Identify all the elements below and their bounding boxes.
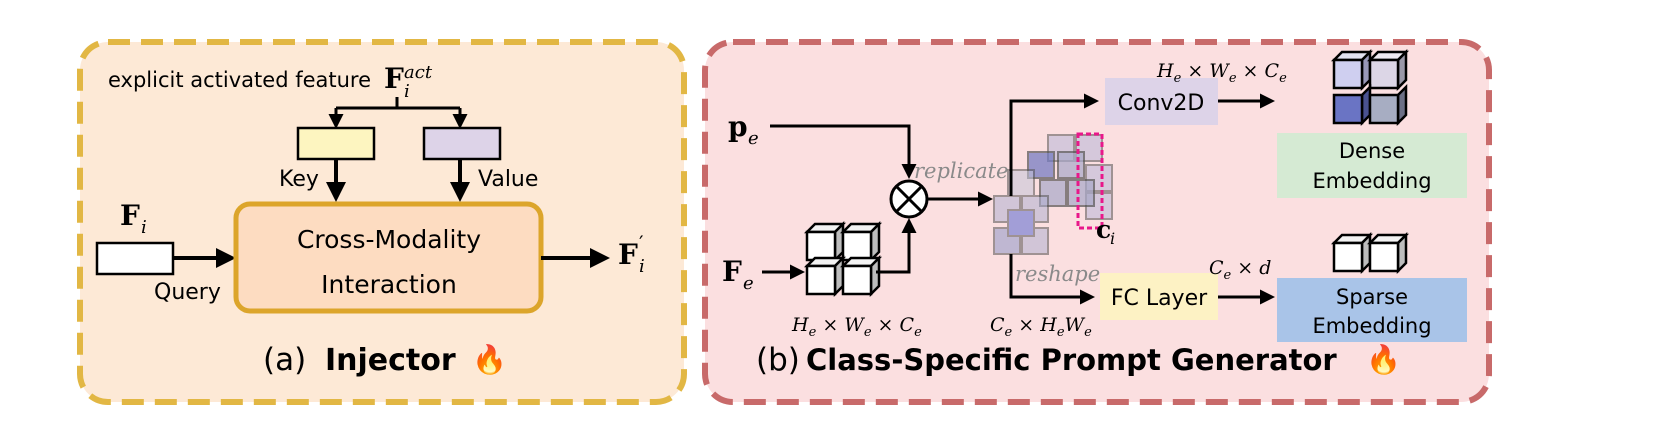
- dense-embedding-box: [1277, 133, 1467, 198]
- svg-text:i: i: [404, 81, 410, 102]
- pe-symbol: p e: [728, 110, 759, 149]
- reshape-label: reshape: [1015, 262, 1100, 286]
- conv-branch-arrow: [1009, 93, 1099, 196]
- svg-text:He × We × Ce: He × We × Ce: [1156, 60, 1287, 86]
- dim-fc-label: Ce × d: [1209, 257, 1271, 283]
- sparse-embedding-line1: Sparse: [1336, 285, 1408, 309]
- fc-layer-label: FC Layer: [1111, 286, 1208, 311]
- svg-text:e: e: [743, 273, 754, 294]
- kv-arrows: [326, 159, 470, 202]
- caption-a-title: Injector: [325, 343, 456, 378]
- svg-text:i: i: [639, 256, 645, 277]
- cross-modality-line1: Cross-Modality: [297, 225, 481, 254]
- injector-panel: explicit activated feature F i act Key V…: [77, 39, 687, 405]
- dense-embedding-line2: Embedding: [1312, 169, 1431, 193]
- svg-text:i: i: [141, 217, 147, 238]
- fc-layer-box: [1100, 273, 1218, 320]
- fc-branch-arrow: [1009, 254, 1095, 305]
- multiply-icon: [889, 179, 929, 219]
- svg-text:F: F: [618, 238, 638, 271]
- fire-icon: 🔥: [472, 343, 507, 376]
- fe-to-multiply-arrow: [876, 218, 917, 274]
- input-feature-box: [95, 241, 175, 276]
- sparse-embedding-box: [1277, 278, 1467, 342]
- dim-reshape-label: Ce × HeWe: [990, 314, 1092, 340]
- svg-text:F: F: [120, 199, 140, 232]
- feature-act-symbol: F i act: [384, 62, 433, 102]
- conv2d-label: Conv2D: [1118, 91, 1205, 116]
- svg-text:act: act: [404, 62, 433, 83]
- input-feature-symbol: F i: [120, 199, 147, 238]
- fire-icon: 🔥: [1366, 343, 1401, 376]
- dim-fe-label: He × We × Ce: [791, 314, 922, 340]
- pe-arrow: [770, 124, 917, 179]
- replicate-label: replicate: [914, 159, 1009, 183]
- cross-modality-line2: Interaction: [321, 270, 457, 299]
- value-box: [422, 126, 502, 161]
- value-label: Value: [478, 167, 538, 192]
- svg-text:p: p: [728, 110, 748, 143]
- ci-slice-highlight: [1076, 132, 1104, 230]
- prompt-generator-panel: p e replicate F e He × We × Ce: [702, 39, 1492, 405]
- injector-caption: (a) Injector 🔥: [263, 342, 507, 378]
- explicit-feature-label: explicit activated feature: [108, 68, 371, 92]
- fe-feature-cubes: [805, 222, 881, 296]
- svg-text:Ce × HeWe: Ce × HeWe: [990, 314, 1092, 340]
- replicated-cube-stack: [993, 134, 1113, 255]
- svg-text:F: F: [384, 62, 404, 95]
- dense-embedding-cubes: [1330, 48, 1410, 127]
- svg-text:He × We × Ce: He × We × Ce: [791, 314, 922, 340]
- caption-b-prefix: (b): [756, 342, 800, 378]
- dense-embedding-line1: Dense: [1339, 139, 1405, 163]
- caption-a-prefix: (a): [263, 342, 306, 378]
- svg-text:Ce × d: Ce × d: [1209, 257, 1271, 283]
- sparse-embedding-line2: Embedding: [1312, 314, 1431, 338]
- svg-text:i: i: [1110, 229, 1115, 248]
- query-label: Query: [154, 280, 221, 305]
- key-label: Key: [279, 167, 319, 192]
- ci-symbol: c i: [1096, 215, 1115, 248]
- dim-conv-label: He × We × Ce: [1156, 60, 1287, 86]
- output-feature-symbol: F i ′: [618, 231, 645, 277]
- svg-text:F: F: [722, 255, 742, 288]
- fe-symbol: F e: [722, 255, 754, 294]
- conv2d-box: [1105, 78, 1218, 125]
- svg-text:′: ′: [639, 231, 644, 255]
- svg-text:c: c: [1096, 215, 1111, 244]
- split-arrows: [328, 97, 468, 129]
- prompt-generator-caption: (b) Class-Specific Prompt Generator 🔥: [756, 342, 1401, 378]
- key-box: [296, 126, 376, 161]
- svg-text:e: e: [748, 128, 759, 149]
- sparse-embedding-cubes: [1332, 233, 1408, 273]
- caption-b-title: Class-Specific Prompt Generator: [806, 343, 1337, 377]
